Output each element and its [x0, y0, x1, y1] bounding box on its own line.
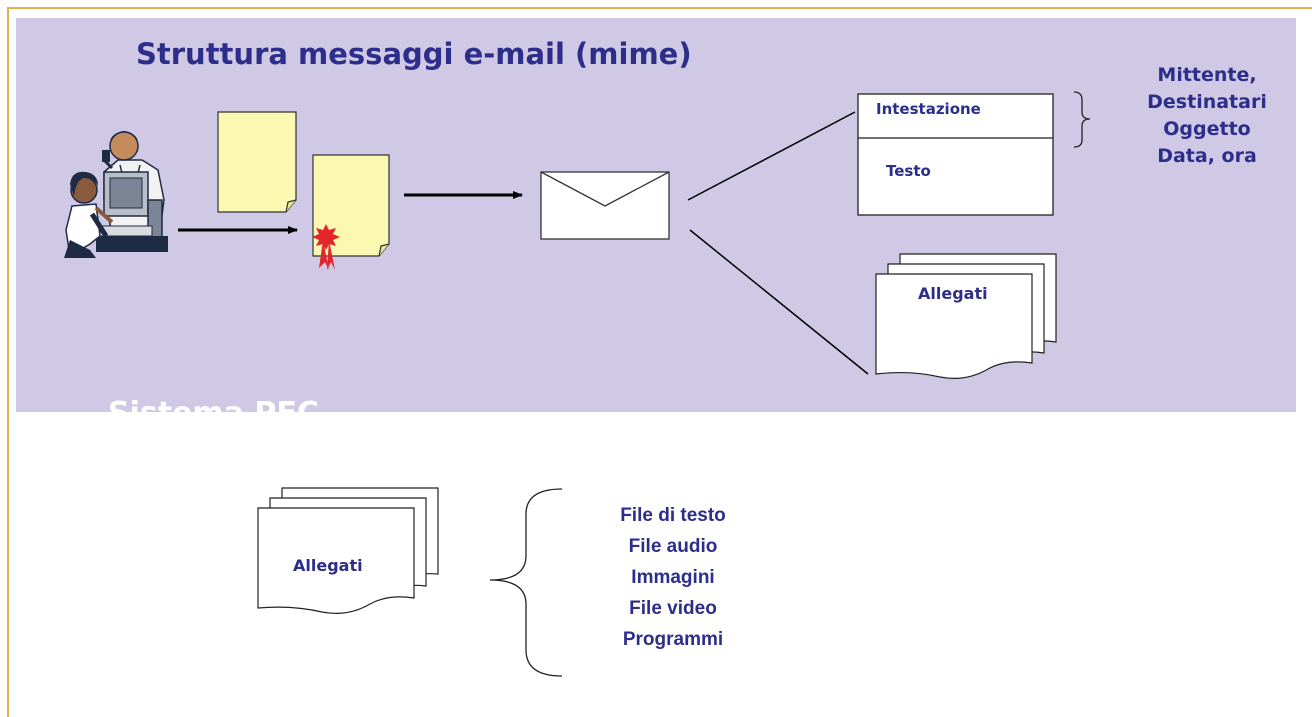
attachments-stack-top: Allegati — [875, 253, 1057, 379]
attachment-type-item: File audio — [628, 536, 718, 557]
envelope-icon — [540, 171, 670, 240]
clipped-section-label: Sistema PEC — [108, 396, 348, 412]
header-field-item: Destinatari — [1147, 91, 1267, 113]
attachments-label-top: Allegati — [918, 284, 988, 303]
header-fields-list: Mittente, Destinatari Oggetto Data, ora — [1115, 62, 1299, 170]
document-icon — [217, 111, 297, 213]
link-to-attachments — [689, 229, 869, 375]
header-field-item: Data, ora — [1157, 145, 1257, 167]
attachment-types-list: File di testo File audio Immagini File v… — [580, 500, 766, 655]
attachment-type-item: File di testo — [620, 505, 726, 526]
body-section-label: Testo — [886, 162, 931, 180]
attachment-type-item: Immagini — [631, 567, 715, 588]
header-field-item: Oggetto — [1163, 118, 1251, 140]
header-section-label: Intestazione — [876, 100, 981, 118]
attachment-type-item: File video — [629, 598, 717, 619]
clipped-section-label-text: Sistema PEC — [108, 396, 319, 412]
page-title: Struttura messaggi e-mail (mime) — [136, 37, 692, 71]
attachments-stack-bottom: Allegati — [257, 487, 439, 614]
people-at-computer-icon — [64, 131, 168, 258]
header-brace — [1073, 91, 1091, 148]
link-to-message-box — [687, 111, 856, 201]
attachment-types-brace — [489, 488, 563, 677]
seal-icon — [312, 224, 340, 270]
attachment-type-item: Programmi — [622, 629, 724, 650]
attachments-label-bottom: Allegati — [293, 556, 363, 575]
slide-frame — [7, 7, 1312, 717]
message-structure-box: Intestazione Testo — [857, 93, 1054, 216]
header-field-item: Mittente, — [1157, 64, 1257, 86]
